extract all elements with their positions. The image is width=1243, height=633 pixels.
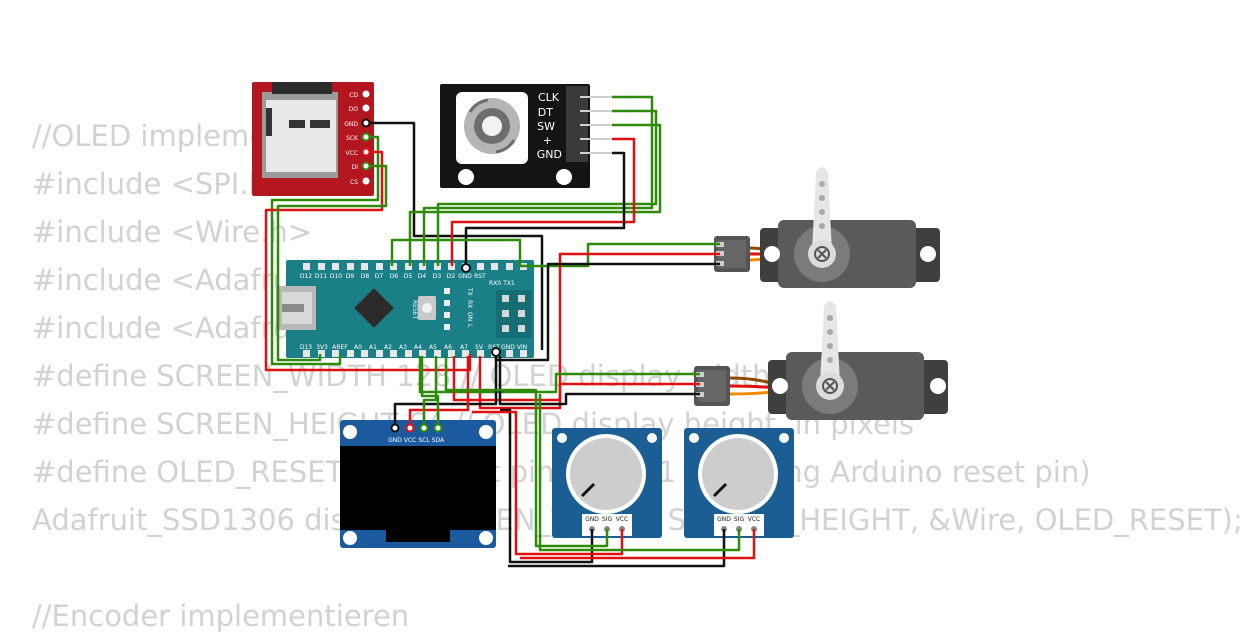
reset-label: RESET bbox=[411, 300, 418, 320]
arduino-led-labels: TX RX ON L bbox=[466, 287, 473, 328]
wire-endpoints bbox=[361, 118, 501, 433]
oled-pin-labels: GND VCC SCL SDA bbox=[388, 437, 445, 444]
pot2-pin-gnd: GND bbox=[717, 516, 731, 523]
sd-card-module[interactable]: CD DO GND SCK VCC DI CS bbox=[252, 82, 374, 196]
wire-pot1-sig bbox=[444, 356, 609, 548]
oled-pin-gnd: GND bbox=[388, 437, 402, 444]
pin-d7: D7 bbox=[375, 273, 384, 280]
wire-enc-plus bbox=[450, 137, 636, 266]
pin-a6: A6 bbox=[444, 344, 452, 351]
pin-tx1: TX1 bbox=[502, 280, 515, 287]
sd-pin-gnd: GND bbox=[344, 121, 358, 128]
pin-a0: A0 bbox=[354, 344, 362, 351]
encoder-pin-clk: CLK bbox=[538, 91, 560, 104]
pin-a7: A7 bbox=[460, 344, 468, 351]
pin-d5: D5 bbox=[404, 273, 413, 280]
encoder-pin-dt: DT bbox=[538, 106, 553, 119]
pin-a4: A4 bbox=[414, 344, 422, 351]
code-line: #include <SPI.h> bbox=[32, 167, 292, 201]
pin-d13: D13 bbox=[300, 344, 312, 351]
pin-d12: D12 bbox=[300, 273, 312, 280]
wire-sd-di bbox=[276, 164, 388, 362]
pin-d3: D3 bbox=[433, 273, 442, 280]
oled-display[interactable]: GND VCC SCL SDA bbox=[340, 420, 496, 548]
oled-pin-vcc: VCC bbox=[404, 437, 416, 444]
wire-enc-dt bbox=[436, 109, 658, 266]
code-line: //Encoder implementieren bbox=[32, 599, 410, 633]
pin-a2: A2 bbox=[384, 344, 392, 351]
led-l: L bbox=[466, 324, 473, 328]
wires bbox=[264, 95, 756, 568]
pot1-pin-sig: SIG bbox=[602, 516, 613, 523]
wire-oled-scl bbox=[422, 356, 438, 428]
encoder-pin-labels: CLK DT SW + GND bbox=[537, 91, 562, 161]
encoder-pin-plus: + bbox=[543, 134, 552, 147]
wire-pot1-vcc bbox=[472, 410, 624, 556]
pin-vin: VIN bbox=[517, 344, 527, 351]
pin-3v3: 3V3 bbox=[316, 344, 328, 351]
wire-servo2-gnd bbox=[498, 356, 700, 406]
sd-pin-vcc: VCC bbox=[346, 150, 358, 157]
servo-motor-1[interactable] bbox=[714, 167, 940, 288]
pin-gnd-bottom: GND bbox=[501, 344, 515, 351]
pot1-pin-vcc: VCC bbox=[616, 516, 628, 523]
wire-servo2-signal bbox=[418, 356, 700, 394]
pin-d6: D6 bbox=[390, 273, 399, 280]
circuit-diagram: CD DO GND SCK VCC DI CS CLK DT SW + bbox=[252, 82, 948, 568]
potentiometer-2[interactable]: GND SIG VCC bbox=[684, 428, 794, 538]
pin-d8: D8 bbox=[361, 273, 370, 280]
pot2-pin-labels: GND SIG VCC bbox=[717, 516, 760, 523]
wire-servo1-signal bbox=[390, 238, 720, 268]
wire-sd-vcc bbox=[264, 150, 472, 372]
sd-pin-sck: SCK bbox=[346, 135, 359, 142]
pin-gnd-top: GND bbox=[458, 273, 472, 280]
servo-motor-2[interactable] bbox=[694, 301, 948, 420]
pin-a5: A5 bbox=[429, 344, 437, 351]
encoder-pin-gnd: GND bbox=[537, 148, 562, 161]
rotary-encoder[interactable]: CLK DT SW + GND bbox=[440, 84, 612, 188]
wire-sd-gnd bbox=[366, 121, 544, 350]
oled-pin-sda: SDA bbox=[432, 437, 445, 444]
pot2-pin-vcc: VCC bbox=[748, 516, 760, 523]
wire-servo2-power bbox=[452, 356, 700, 402]
pot1-pin-labels: GND SIG VCC bbox=[585, 516, 628, 523]
sd-pin-cd: CD bbox=[349, 92, 358, 99]
wire-oled-sda bbox=[420, 356, 440, 428]
pin-d10: D10 bbox=[330, 273, 342, 280]
pin-d9: D9 bbox=[346, 273, 355, 280]
pin-5v: 5V bbox=[475, 344, 484, 351]
wire-pot2-vcc bbox=[520, 529, 756, 560]
sd-pin-cs: CS bbox=[350, 179, 358, 186]
sd-pin-do: DO bbox=[349, 106, 359, 113]
potentiometer-1[interactable]: GND SIG VCC bbox=[552, 428, 662, 538]
led-on: ON bbox=[466, 312, 473, 321]
pin-d2: D2 bbox=[447, 273, 456, 280]
pin-d11: D11 bbox=[315, 273, 327, 280]
pin-rx0: RX0 bbox=[489, 280, 501, 287]
pin-aref: AREF bbox=[332, 344, 348, 351]
wire-enc-sw bbox=[408, 123, 662, 266]
led-rx: RX bbox=[466, 300, 473, 308]
wire-oled-gnd bbox=[393, 356, 498, 428]
led-tx: TX bbox=[466, 287, 473, 296]
pot1-pin-gnd: GND bbox=[585, 516, 599, 523]
wire-sd-sck bbox=[270, 135, 380, 366]
sd-pin-labels: CD DO GND SCK VCC DI CS bbox=[344, 92, 359, 186]
sd-pin-di: DI bbox=[352, 164, 359, 171]
pin-rst-top: RST bbox=[474, 273, 486, 280]
wire-pot2-sig bbox=[538, 394, 741, 552]
oled-pin-scl: SCL bbox=[418, 437, 430, 444]
pin-d4: D4 bbox=[418, 273, 427, 280]
wire-enc-clk bbox=[422, 95, 654, 266]
pin-a3: A3 bbox=[399, 344, 407, 351]
pin-a1: A1 bbox=[369, 344, 377, 351]
encoder-pin-sw: SW bbox=[537, 120, 555, 133]
arduino-top-pin-labels: D12 D11 D10 D9 D8 D7 D6 D5 D4 D3 D2 GND … bbox=[300, 273, 515, 287]
arduino-nano[interactable]: RESET TX RX ON L D12 D11 D10 D9 D8 D7 D6… bbox=[276, 260, 534, 358]
pot2-pin-sig: SIG bbox=[734, 516, 745, 523]
wire-pot2-gnd bbox=[508, 529, 726, 568]
